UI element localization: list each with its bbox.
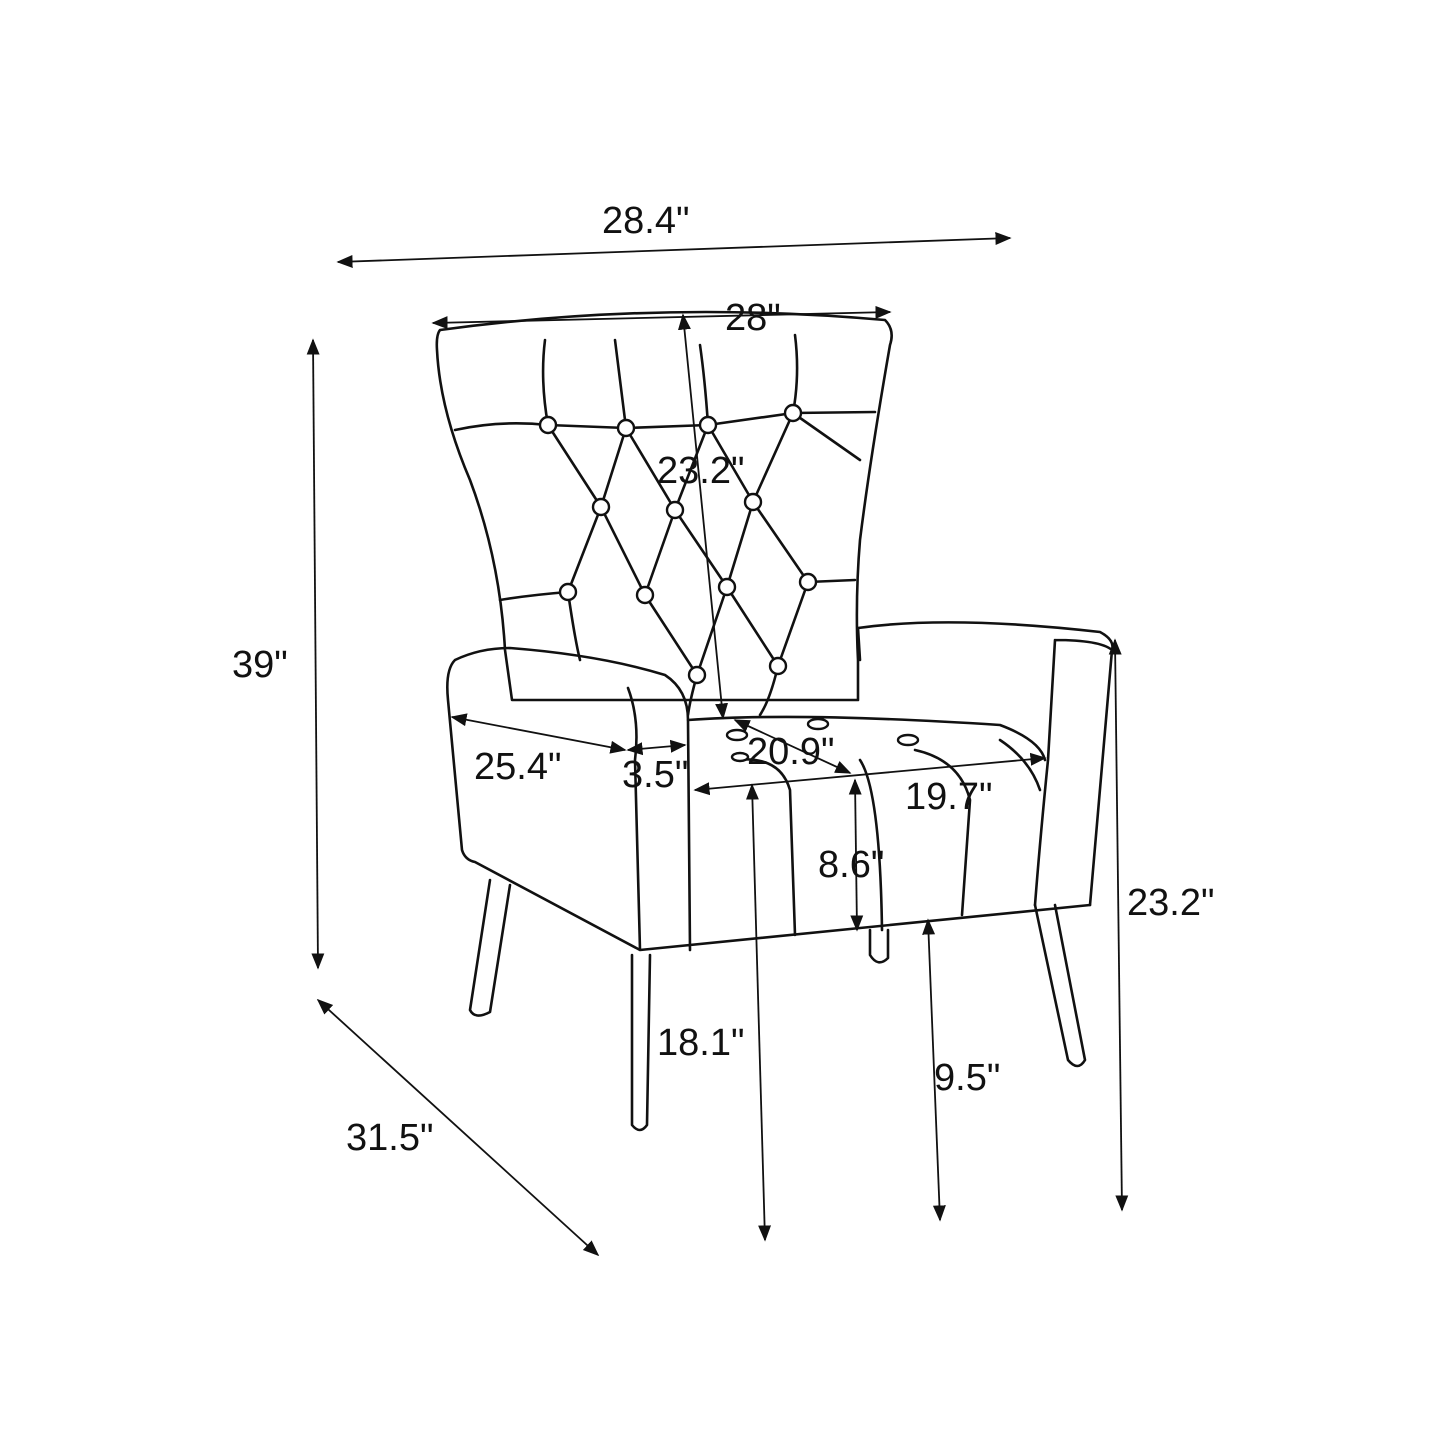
- right-armrest: [856, 621, 1114, 907]
- label-back-width: 28": [725, 297, 781, 339]
- chair-outline: [435, 310, 1114, 1132]
- label-arm-height: 23.2": [1127, 882, 1214, 924]
- seat-cushion: [686, 715, 1047, 937]
- label-back-height: 23.2": [657, 450, 744, 492]
- label-overall-height: 39": [232, 644, 288, 686]
- dimension-labels: 28.4" 28" 23.2" 39" 25.4" 3.5" 20.9" 19.…: [232, 200, 1214, 1159]
- tufting-buttons: [538, 403, 818, 685]
- backrest: [435, 310, 893, 702]
- label-seat-width-front: 20.9": [747, 731, 834, 773]
- label-overall-width: 28.4": [602, 200, 689, 242]
- label-overall-depth: 31.5": [346, 1117, 433, 1159]
- label-seat-width-inner: 19.7": [905, 776, 992, 818]
- label-arm-width: 3.5": [622, 754, 688, 796]
- label-leg-height: 9.5": [934, 1057, 1000, 1099]
- label-seat-thickness: 8.6": [818, 844, 884, 886]
- label-seat-height: 18.1": [657, 1022, 744, 1064]
- dimension-arrows: [306, 232, 1129, 1257]
- left-armrest: [446, 646, 1092, 952]
- label-seat-depth: 25.4": [474, 746, 561, 788]
- backrest-tufting: [453, 333, 877, 717]
